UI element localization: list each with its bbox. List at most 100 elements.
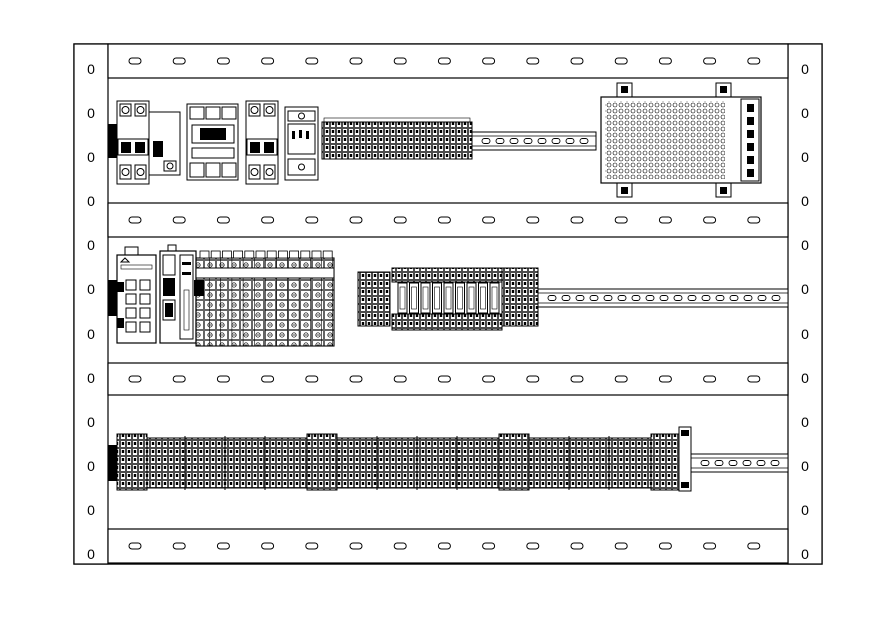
rail-slot-hole	[728, 460, 738, 466]
rail-slot: 0	[801, 193, 809, 209]
duct-slot	[614, 57, 628, 65]
rail-slot: 0	[801, 237, 809, 253]
rail-slot: 0	[801, 370, 809, 386]
rail-slot-hole	[523, 138, 533, 144]
rail-slot: 0	[87, 458, 95, 474]
duct-slot	[261, 57, 275, 65]
io-module-tab	[300, 250, 311, 259]
io-module-bank	[194, 250, 335, 347]
socket-outlet	[284, 106, 319, 181]
relay	[420, 282, 431, 314]
io-module-tab	[277, 250, 288, 259]
duct-slot	[614, 375, 628, 383]
rail-slot: 0	[801, 458, 809, 474]
duct-slot	[482, 216, 496, 224]
relay	[443, 282, 454, 314]
duct-slot	[703, 542, 717, 550]
duct-slot	[172, 216, 186, 224]
duct-slot	[305, 542, 319, 550]
breaker-2p	[116, 100, 181, 185]
terminal-block-group	[184, 437, 226, 489]
rail-slot: 0	[87, 281, 95, 297]
rail-slot-hole	[757, 295, 767, 301]
duct-slot	[437, 57, 451, 65]
rail-slot: 0	[801, 61, 809, 77]
io-module-tabs	[199, 250, 334, 346]
duct-slot	[128, 216, 142, 224]
terminal-block-group	[336, 437, 378, 489]
duct-slot	[614, 542, 628, 550]
duct-slot	[526, 216, 540, 224]
rail-slot-hole	[579, 138, 589, 144]
rail-slot: 0	[87, 61, 95, 77]
duct-slot	[482, 57, 496, 65]
end-stop	[678, 426, 692, 492]
relay	[478, 282, 488, 314]
duct-slot	[703, 57, 717, 65]
rail-slot: 0	[87, 414, 95, 430]
network-switch	[116, 246, 157, 344]
rail-slot-hole	[547, 295, 557, 301]
rail-slot-hole	[700, 460, 710, 466]
relay-body	[434, 286, 440, 310]
right-rail	[787, 43, 823, 565]
rail-slot-hole	[631, 295, 641, 301]
duct-slot	[658, 375, 672, 383]
plc-cpu	[159, 244, 197, 344]
duct-slot	[305, 57, 319, 65]
duct-slot	[526, 375, 540, 383]
io-module-tab	[210, 250, 221, 259]
terminal-block-group	[306, 433, 338, 491]
relay-bank	[391, 267, 503, 331]
duct-slot	[570, 57, 584, 65]
duct-slot	[349, 216, 363, 224]
row-3-devices	[116, 426, 692, 492]
duct-slot	[393, 216, 407, 224]
terminal-block-group	[416, 437, 458, 489]
duct-slot	[261, 216, 275, 224]
breaker-2p	[245, 100, 279, 185]
relays	[397, 282, 500, 314]
duct-slot	[349, 375, 363, 383]
rail-slot: 0	[87, 546, 95, 562]
duct-slot	[482, 542, 496, 550]
duct-slot	[747, 542, 761, 550]
duct-slot	[482, 375, 496, 383]
io-module-tab	[233, 250, 244, 259]
relay-body	[422, 286, 429, 310]
duct-slot	[658, 57, 672, 65]
rail-slot-hole	[645, 295, 655, 301]
rail-slot-hole	[617, 295, 627, 301]
io-module-tab	[322, 250, 333, 259]
duct-slot	[393, 542, 407, 550]
rail-slot-hole	[481, 138, 491, 144]
duct-slot	[172, 375, 186, 383]
io-module-tab	[266, 250, 277, 259]
duct-slot	[437, 542, 451, 550]
relay-body	[480, 286, 486, 310]
rail-slot-hole	[565, 138, 575, 144]
terminal-block-group	[321, 117, 473, 160]
rail-slot-hole	[551, 138, 561, 144]
rail-slot-hole	[537, 138, 547, 144]
io-module-tab	[289, 250, 300, 259]
duct-slot	[747, 57, 761, 65]
rail-slot: 0	[801, 546, 809, 562]
duct-slot	[128, 57, 142, 65]
rail-end	[108, 124, 118, 158]
duct-slot	[437, 216, 451, 224]
relay	[397, 282, 408, 314]
rail-slot: 0	[801, 326, 809, 342]
io-module-tab	[244, 250, 255, 259]
rail-slot: 0	[801, 149, 809, 165]
duct-slot	[216, 375, 230, 383]
rail-slot: 0	[801, 502, 809, 518]
terminal-block-group	[357, 271, 391, 327]
rail-slot-hole	[729, 295, 739, 301]
rail-slot: 0	[87, 105, 95, 121]
terminal-block-group	[501, 267, 539, 327]
duct-slot	[658, 216, 672, 224]
